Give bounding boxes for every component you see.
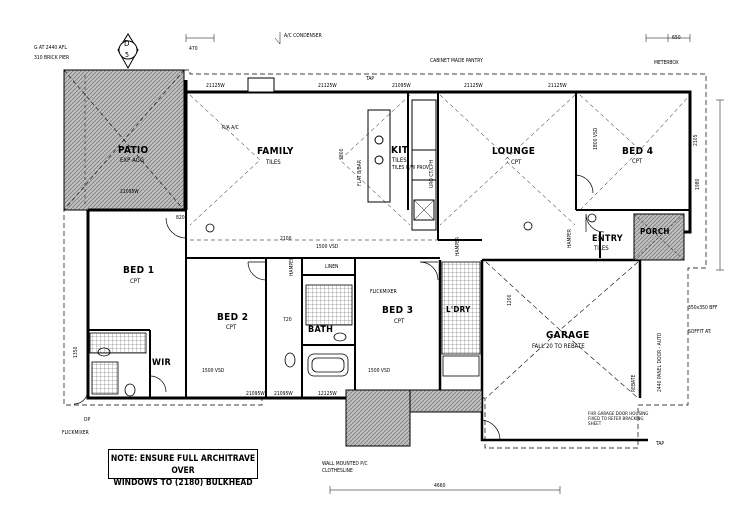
window-code: 21125W	[318, 83, 337, 89]
room-bed4-finish: CPT	[632, 158, 643, 165]
door-swings	[73, 174, 605, 441]
label-hamper-3: HAMPER	[567, 228, 573, 248]
note-line-2: WINDOWS TO (2180) BULKHEAD	[113, 478, 253, 488]
label-hamper-1: HAMPER	[289, 256, 295, 276]
room-entry-finish: TILES	[594, 245, 609, 252]
room-bath: BATH	[308, 325, 334, 335]
label-flick-mixer: FLICKMIXER	[370, 289, 397, 295]
room-garage-finish: FALL 20 TO REBATE	[532, 343, 585, 350]
window-code: 21125W	[548, 83, 567, 89]
window-code: 21125W	[206, 83, 225, 89]
label-ra-ac: R/A A/C	[222, 125, 239, 131]
room-wir: WIR	[152, 358, 172, 368]
label-tiles-ow: TILES O/W PROV	[392, 165, 430, 171]
room-patio: PATIO	[118, 145, 149, 156]
label-clothesline: WALL MOUNTED P/C CLOTHESLINE	[322, 461, 368, 474]
label-tap-garage: TAP	[656, 441, 665, 447]
compass-letter: D	[124, 39, 130, 48]
compass-marker	[117, 33, 139, 70]
label-hamper-2: HAMPER	[455, 236, 461, 256]
room-garage: GARAGE	[546, 330, 590, 341]
label-brick-pier: 310 BRICK PIER	[34, 55, 70, 61]
label-dim-2105: 2105	[693, 134, 699, 146]
laundry-grid	[441, 261, 481, 355]
label-garage-door-note: FHR GARAGE DOOR HOUSING FIXED TO REFER B…	[588, 412, 649, 427]
room-bed3: BED 3	[382, 305, 414, 316]
room-bed1-finish: CPT	[130, 278, 141, 285]
window-code: 12125W	[318, 391, 337, 397]
label-rebate: REBATE	[631, 374, 637, 392]
label-panel-door: 2440 PANEL DOOR - AUTO	[657, 332, 663, 392]
room-bed4: BED 4	[622, 146, 654, 157]
label-vsd-a: 1500 VSD	[316, 244, 339, 250]
label-gas: G AT 2440 AFL	[34, 45, 67, 51]
bath-fixtures	[284, 284, 353, 377]
bin-area	[409, 389, 483, 413]
room-ldry: L'DRY	[446, 305, 471, 314]
label-dim-4660: 4660	[434, 483, 446, 489]
label-uro: URO CT/CPH	[429, 159, 435, 188]
room-kit-finish: TILES	[392, 157, 407, 164]
room-porch: PORCH	[640, 227, 670, 236]
ac-unit	[247, 77, 275, 93]
label-dim-470: 470	[189, 46, 198, 52]
label-bff: 350x350 BFF	[688, 305, 718, 311]
ensuite-fixtures	[89, 332, 147, 397]
room-kit: KIT	[391, 145, 409, 156]
window-code: 21125W	[464, 83, 483, 89]
note-line-1: NOTE: ENSURE FULL ARCHITRAVE OVER	[110, 454, 256, 476]
label-dim-650: 650	[672, 35, 681, 41]
label-dp: DP	[84, 417, 91, 423]
label-dim-1350: 1350	[73, 346, 79, 358]
label-dim-820: 820	[176, 215, 185, 221]
smoke-alarms	[205, 213, 597, 233]
room-patio-finish: EXP AGG	[120, 157, 145, 164]
label-flick-mixer-2: FLICKMIXER	[62, 430, 89, 436]
label-dim-1980: 1980	[695, 178, 701, 190]
label-flat-bbar: FLAT B/BAR	[357, 160, 363, 186]
window-code: 21095W	[246, 391, 265, 397]
room-lounge-finish: CPT	[511, 159, 522, 166]
room-lounge: LOUNGE	[492, 146, 536, 157]
room-family-finish: TILES	[266, 159, 281, 166]
architrave-note: NOTE: ENSURE FULL ARCHITRAVE OVER WINDOW…	[108, 449, 258, 488]
label-dim-1200: 1200	[507, 294, 513, 306]
label-dim-720: 720	[283, 317, 292, 323]
label-tap-top: TAP	[366, 76, 375, 82]
label-soffit: SOFFIT AT:	[688, 329, 712, 335]
room-bed1: BED 1	[123, 265, 155, 276]
label-dim-2100: 2100	[280, 236, 292, 242]
label-vsd-b: 1500 VSD	[202, 368, 225, 374]
interior-walls	[88, 92, 690, 398]
clothesline-area	[345, 389, 411, 447]
room-family: FAMILY	[257, 146, 294, 157]
dimension-lines	[185, 32, 724, 494]
room-bed3-finish: CPT	[394, 318, 405, 325]
window-code: 21095W	[392, 83, 411, 89]
window-code: 21095W	[120, 189, 139, 195]
label-linen: LINEN	[325, 264, 339, 270]
label-vsd-1800: 1800 VSD	[593, 127, 599, 150]
label-cabinet-pantry: CABINET MADE PANTRY	[430, 58, 483, 64]
window-code: 21095W	[274, 391, 293, 397]
room-entry: ENTRY	[592, 234, 623, 244]
room-bed2-finish: CPT	[226, 324, 237, 331]
eaves-line	[63, 69, 707, 449]
compass-number: 5	[125, 51, 130, 59]
label-ac-condenser: A/C CONDENSER	[284, 33, 322, 39]
label-vsd-c: 1500 VSD	[368, 368, 391, 374]
kitchen-benches	[367, 99, 437, 231]
label-dim-3800: 3800	[339, 148, 345, 160]
room-bed2: BED 2	[217, 312, 249, 323]
label-meter-box: METERBOX	[654, 60, 679, 66]
